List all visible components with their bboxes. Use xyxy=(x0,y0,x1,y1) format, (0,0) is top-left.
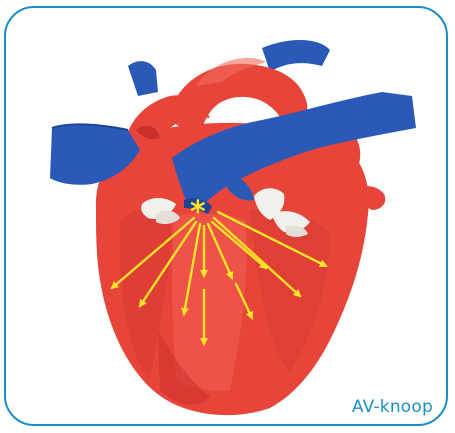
caption-label: AV-knoop xyxy=(352,397,433,417)
av-node-marker: * xyxy=(190,195,206,230)
